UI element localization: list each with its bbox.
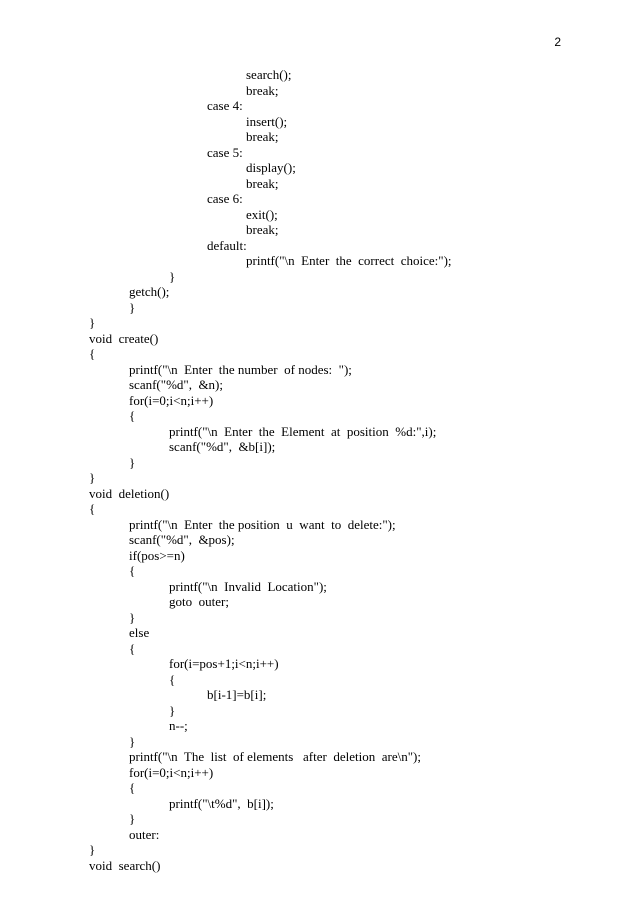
code-line: getch(); [129, 284, 170, 299]
code-line: } [129, 811, 136, 826]
code-line: void create() [89, 331, 159, 346]
code-line: goto outer; [169, 594, 229, 609]
code-line: } [89, 315, 96, 330]
code-line: break; [246, 129, 279, 144]
code-line: break; [246, 176, 279, 191]
code-line: void deletion() [89, 486, 170, 501]
code-line: printf("\n Invalid Location"); [169, 579, 327, 594]
code-line: n--; [169, 718, 188, 733]
code-line: } [129, 455, 136, 470]
code-line: outer: [129, 827, 160, 842]
code-line: printf("\n Enter the number of nodes: ")… [129, 362, 352, 377]
code-line: } [129, 734, 136, 749]
code-line: case 5: [207, 145, 243, 160]
code-line: } [129, 300, 136, 315]
code-line: case 4: [207, 98, 243, 113]
code-line: insert(); [246, 114, 288, 129]
page-number: 2 [554, 35, 561, 49]
code-line: display(); [246, 160, 296, 175]
code-line: { [129, 780, 136, 795]
code-line: printf("\n Enter the position u want to … [129, 517, 396, 532]
code-line: printf("\n Enter the Element at position… [169, 424, 437, 439]
code-line: scanf("%d", &pos); [129, 532, 235, 547]
code-line: default: [207, 238, 247, 253]
code-line: } [129, 610, 136, 625]
code-line: } [89, 470, 96, 485]
code-line: exit(); [246, 207, 278, 222]
code-line: for(i=0;i<n;i++) [129, 393, 214, 408]
code-line: if(pos>=n) [129, 548, 185, 563]
code-line: break; [246, 222, 279, 237]
code-line: printf("\n The list of elements after de… [129, 749, 421, 764]
code-line: scanf("%d", &b[i]); [169, 439, 276, 454]
code-line: case 6: [207, 191, 243, 206]
code-line: } [169, 269, 176, 284]
code-line: for(i=pos+1;i<n;i++) [169, 656, 279, 671]
code-line: b[i-1]=b[i]; [207, 687, 267, 702]
code-line: } [89, 842, 96, 857]
code-line: { [169, 672, 176, 687]
code-line: void search() [89, 858, 161, 873]
code-line: { [129, 408, 136, 423]
code-line: } [169, 703, 176, 718]
code-line: else [129, 625, 150, 640]
code-line: scanf("%d", &n); [129, 377, 224, 392]
code-line: { [89, 346, 96, 361]
code-line: printf("\n Enter the correct choice:"); [246, 253, 452, 268]
code-line: { [129, 563, 136, 578]
code-line: { [89, 501, 96, 516]
code-line: search(); [246, 67, 292, 82]
code-line: break; [246, 83, 279, 98]
code-line: for(i=0;i<n;i++) [129, 765, 214, 780]
code-line: { [129, 641, 136, 656]
code-line: printf("\t%d", b[i]); [169, 796, 274, 811]
